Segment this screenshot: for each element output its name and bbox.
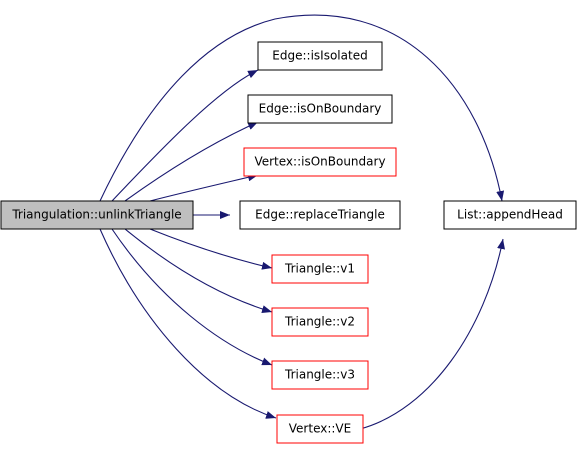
node-list-appendhead[interactable]: List::appendHead (443, 200, 577, 230)
node-vertex-ve[interactable]: Vertex::VE (276, 414, 364, 444)
node-label-edge-replacetriangle: Edge::replaceTriangle (255, 208, 385, 222)
node-label-triangle-v3: Triangle::v3 (284, 368, 355, 382)
edge-root-to-vertex-ve (99, 228, 277, 419)
edge-root-to-edge-isisolated (111, 69, 259, 202)
edge-root-to-triangle-v1 (149, 228, 273, 270)
node-triangle-v2[interactable]: Triangle::v2 (271, 307, 369, 337)
edge-root-to-triangle-v2 (124, 228, 273, 313)
edge-root-to-vertex-isonboundary (149, 173, 259, 202)
node-layer: Triangulation::unlinkTriangle Edge::isIs… (0, 41, 577, 444)
edge-vertex-ve-to-list-appendhead (359, 238, 505, 430)
node-label-list-appendhead: List::appendHead (457, 208, 563, 222)
node-edge-isisolated[interactable]: Edge::isIsolated (257, 41, 383, 71)
edge-root-to-list-appendhead (99, 14, 505, 202)
node-label-triangle-v1: Triangle::v1 (284, 262, 355, 276)
node-triangle-v3[interactable]: Triangle::v3 (271, 360, 369, 390)
node-vertex-isonboundary[interactable]: Vertex::isOnBoundary (243, 147, 397, 177)
node-label-edge-isisolated: Edge::isIsolated (272, 49, 367, 63)
node-edge-isonboundary[interactable]: Edge::isOnBoundary (247, 94, 393, 124)
node-edge-replacetriangle[interactable]: Edge::replaceTriangle (239, 200, 401, 230)
edge-root-to-triangle-v3 (111, 228, 273, 366)
node-label-triangulation-unlinktriangle: Triangulation::unlinkTriangle (11, 208, 181, 222)
node-label-vertex-isonboundary: Vertex::isOnBoundary (254, 155, 385, 169)
node-triangle-v1[interactable]: Triangle::v1 (271, 254, 369, 284)
node-label-edge-isonboundary: Edge::isOnBoundary (259, 102, 382, 116)
node-label-triangle-v2: Triangle::v2 (284, 315, 355, 329)
edge-layer (99, 14, 505, 430)
node-label-vertex-ve: Vertex::VE (289, 422, 351, 436)
edge-root-to-edge-isonboundary (124, 121, 259, 202)
node-triangulation-unlinktriangle[interactable]: Triangulation::unlinkTriangle (0, 200, 194, 230)
